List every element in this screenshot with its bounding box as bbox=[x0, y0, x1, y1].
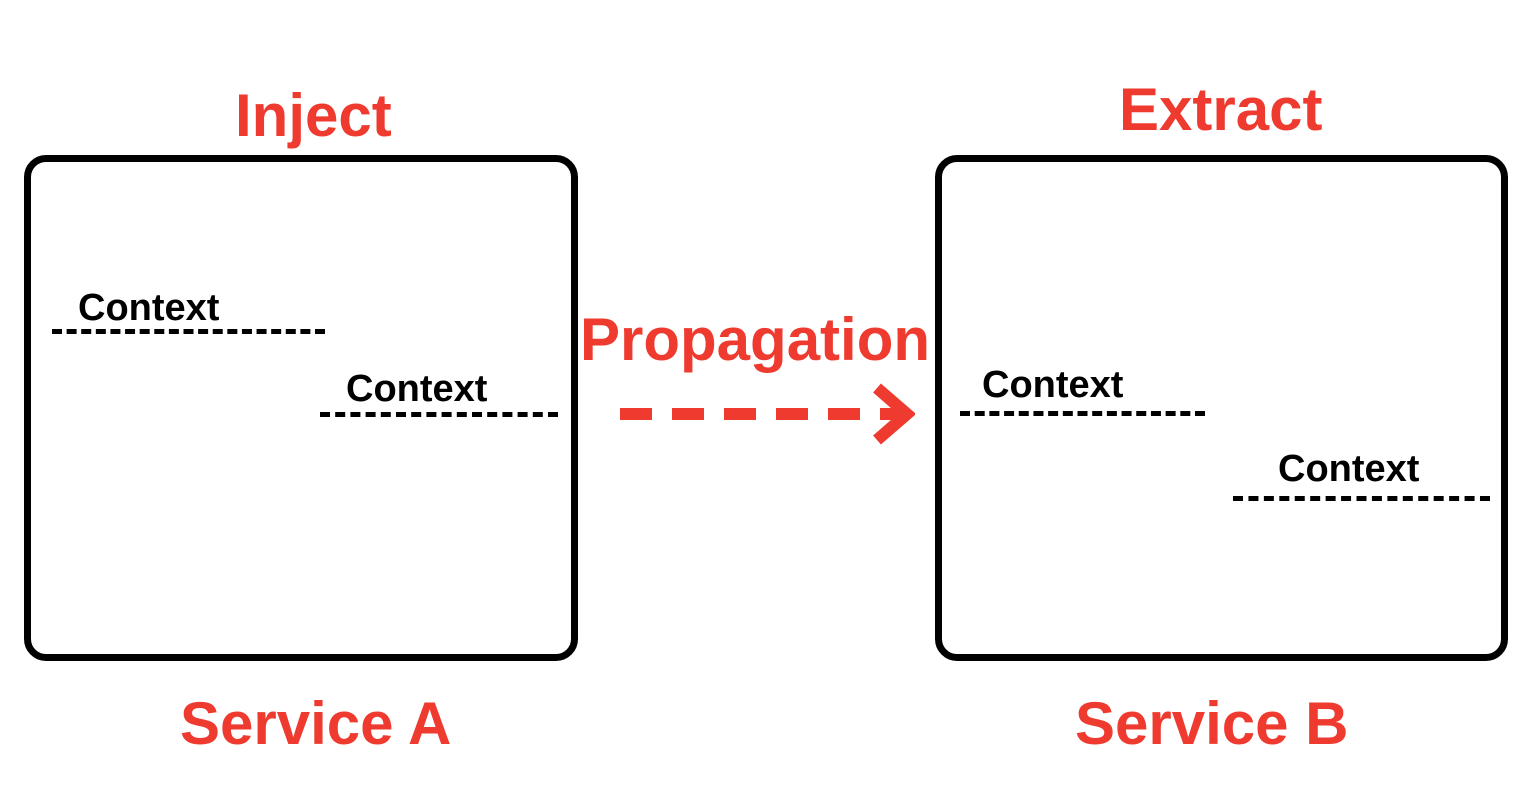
context-line-a2 bbox=[320, 412, 558, 417]
context-label-a1: Context bbox=[78, 287, 220, 329]
service-b-label: Service B bbox=[1075, 690, 1349, 757]
propagation-label: Propagation bbox=[580, 306, 931, 373]
context-label-a2: Context bbox=[346, 368, 488, 410]
propagation-arrow-head bbox=[873, 383, 915, 445]
context-label-b2: Context bbox=[1278, 448, 1420, 490]
extract-heading: Extract bbox=[1119, 76, 1323, 143]
inject-heading: Inject bbox=[235, 82, 392, 149]
service-a-label: Service A bbox=[180, 690, 452, 757]
propagation-arrow bbox=[620, 383, 915, 445]
context-line-b1 bbox=[960, 411, 1205, 416]
context-line-a1 bbox=[52, 329, 325, 334]
service-a-box bbox=[24, 155, 578, 661]
context-label-b1: Context bbox=[982, 364, 1124, 406]
service-b-box bbox=[935, 155, 1508, 661]
context-line-b2 bbox=[1233, 496, 1490, 501]
